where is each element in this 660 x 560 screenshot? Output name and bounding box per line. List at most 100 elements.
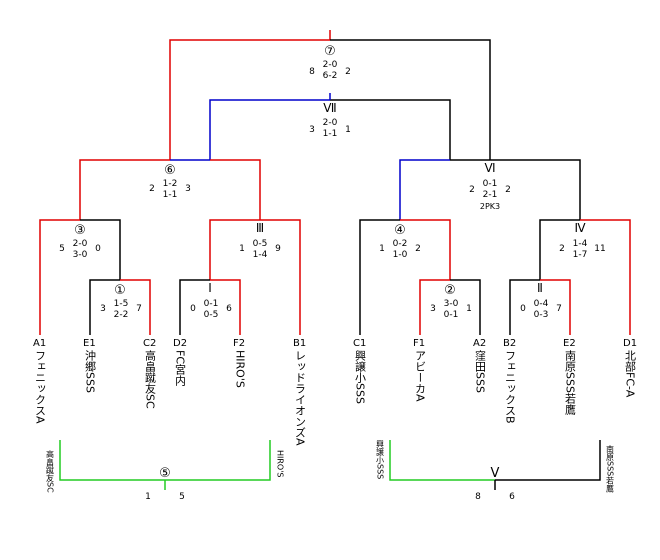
match-semi-left: ⑥ 2 1-2 1-1 3 [149, 163, 191, 200]
team-seed: A1 [33, 338, 46, 349]
match-score-right: 1 [345, 125, 351, 135]
match-score-left: 8 [309, 67, 315, 77]
match-score-left: 5 [59, 244, 65, 254]
team-name: 北部FC-A [624, 350, 637, 398]
match-score-left: 0 [520, 304, 526, 314]
match-q-IV: Ⅳ 2 1-4 1-7 11 [559, 221, 606, 260]
bracket-line [450, 159, 581, 220]
team-name: 高畠蹴友SC [144, 349, 157, 409]
match-score-right: 7 [556, 304, 562, 314]
team-name: 興譲小SSS [354, 350, 367, 404]
match-mark: ④ [394, 223, 406, 238]
bracket-line [260, 219, 301, 335]
match-score-left: 1 [239, 244, 245, 254]
match-score-left: 2 [149, 184, 155, 194]
match-q3: ③ 5 2-0 3-0 0 [59, 223, 101, 260]
match-score-left: 3 [100, 304, 106, 314]
bracket-line [330, 39, 491, 160]
bracket-line [400, 219, 451, 280]
match-set1: 0-5 [253, 239, 268, 249]
team-seed: D2 [173, 338, 187, 349]
bracket-line [540, 279, 571, 335]
match-score-left: 2 [559, 244, 565, 254]
bracket-line [495, 440, 601, 481]
match-set2: 0-1 [444, 310, 459, 320]
team-seed: B2 [503, 338, 516, 349]
team-seed: C2 [143, 338, 156, 349]
bracket-line [539, 219, 580, 280]
team-seed: A2 [473, 338, 486, 349]
team-name: 興譲小SSS [376, 439, 385, 479]
match-mark: Ⅰ [208, 281, 212, 295]
team-name: フェニックスB [504, 350, 517, 424]
team-seed: B1 [293, 338, 306, 349]
team-name: 窪田SSS [474, 349, 487, 393]
bracket-line [359, 219, 400, 335]
match-mark: Ⅴ [491, 466, 500, 481]
consolation-right: Ⅴ 8 6 [475, 466, 515, 502]
bracket-line [210, 279, 241, 335]
bracket-line [330, 99, 451, 160]
match-set1: 1-2 [163, 179, 178, 189]
match-score-right: 7 [136, 304, 142, 314]
bracket-line [169, 39, 330, 160]
team-name: レッドライオンズA [294, 350, 307, 446]
match-score-right: 2 [415, 244, 421, 254]
team-name: アビーカA [414, 350, 427, 402]
match-set1: 0-1 [204, 299, 219, 309]
bracket-line [580, 219, 631, 335]
match-set2: 2-1 [483, 190, 498, 200]
match-set2: 3-0 [73, 250, 88, 260]
bracket-line [120, 279, 151, 335]
team-name: FC宮内 [174, 350, 187, 387]
match-set1: 0-2 [393, 239, 408, 249]
match-score-left: 3 [309, 125, 315, 135]
match-score-right: 5 [179, 492, 185, 502]
match-set2: 1-1 [323, 129, 338, 139]
match-set2: 1-1 [163, 190, 178, 200]
match-mark: ⑥ [164, 163, 176, 178]
bracket-line [509, 279, 540, 335]
match-mark: Ⅳ [574, 221, 585, 235]
team-labels: A1 フェニックスA E1 沖郷SSS C2 高畠蹴友SC D2 FC宮内 F2… [33, 338, 637, 446]
match-score-right: 11 [594, 244, 605, 254]
match-mark: ⑦ [324, 44, 336, 59]
match-score-right: 3 [185, 184, 191, 194]
consolation-team-labels: 高畠蹴友SC HIRO'S 興譲小SSS 南原SSS若鷹 [46, 439, 615, 493]
match-score-left: 2 [469, 185, 475, 195]
match-q-III: Ⅲ 1 0-5 1-4 9 [239, 221, 281, 260]
bracket-line [80, 219, 121, 280]
match-score-left: 0 [190, 304, 196, 314]
team-seed: E1 [83, 338, 96, 349]
match-set2: 2-2 [114, 310, 129, 320]
team-seed: F2 [233, 338, 245, 349]
bracket-line [179, 279, 210, 335]
match-score-right: 0 [95, 244, 101, 254]
match-score-right: 1 [466, 304, 472, 314]
team-seed: E2 [563, 338, 576, 349]
team-name: HIRO'S [234, 350, 247, 388]
team-name: 高畠蹴友SC [46, 449, 55, 493]
bracket-line [419, 279, 450, 335]
match-set1: 3-0 [444, 299, 459, 309]
match-set2: 1-0 [393, 250, 408, 260]
match-score-right: 2 [505, 185, 511, 195]
bracket-lines [39, 30, 631, 490]
match-set2: 6-2 [323, 71, 338, 81]
match-mark: Ⅶ [323, 101, 336, 115]
match-set1: 0-4 [534, 299, 549, 309]
match-q4: ④ 1 0-2 1-0 2 [379, 223, 421, 260]
match-r-I: Ⅰ 0 0-1 0-5 6 [190, 281, 232, 320]
match-set2: 1-4 [253, 250, 268, 260]
team-name: 沖郷SSS [84, 350, 97, 393]
match-set2: 1-7 [573, 250, 588, 260]
match-mark: ⑤ [159, 466, 171, 481]
match-set1: 2-0 [73, 239, 88, 249]
match-score-left: 3 [430, 304, 436, 314]
bracket-line [89, 279, 120, 335]
match-set1: 1-4 [573, 239, 588, 249]
match-final: ⑦ 8 2-0 6-2 2 [309, 44, 351, 81]
match-set1: 2-0 [323, 60, 338, 70]
